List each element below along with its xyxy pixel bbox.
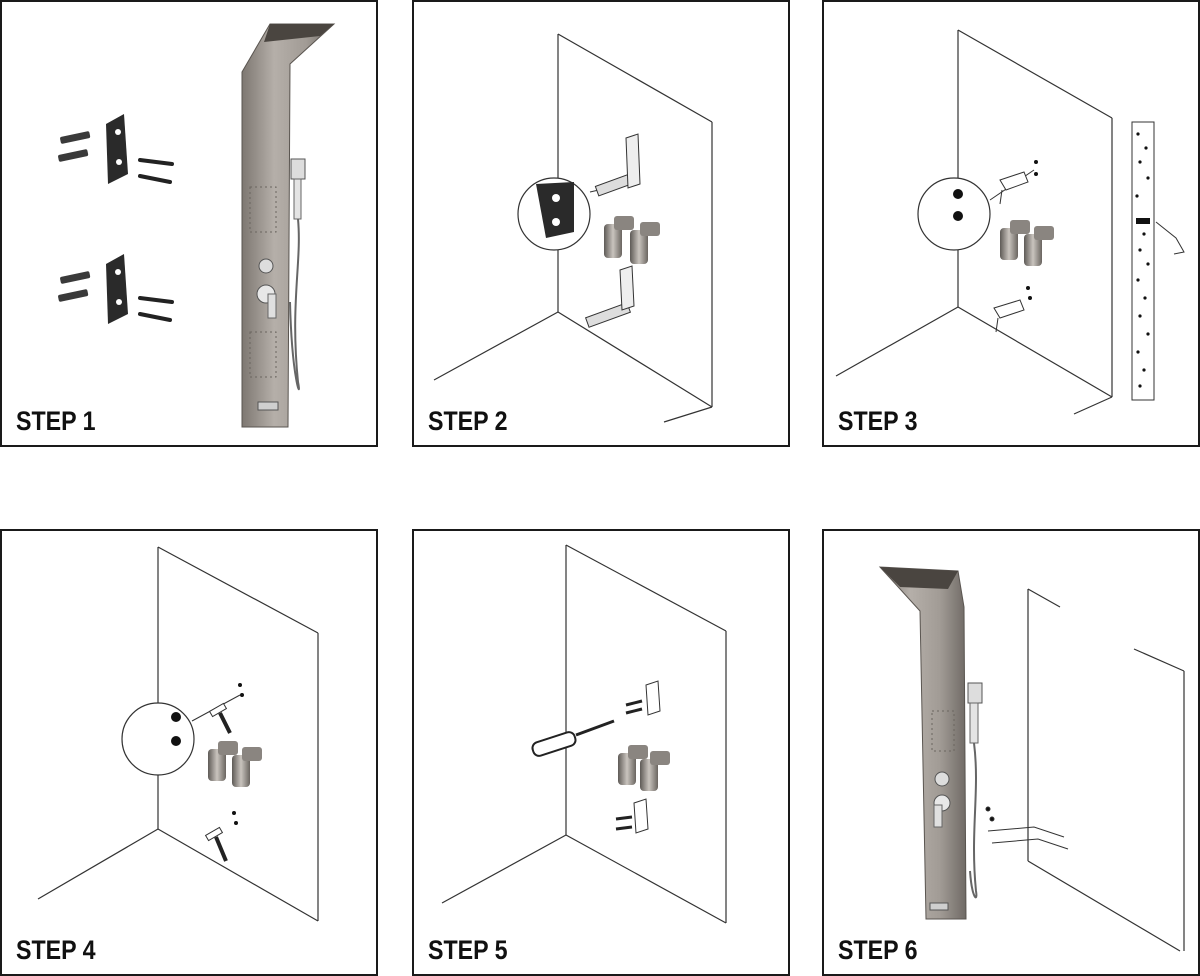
step-4-illustration: [37, 546, 319, 922]
step-2-label: STEP 2: [428, 406, 508, 436]
mounting-bracket-bottom: [106, 254, 128, 324]
hammer-icon-top: [208, 702, 232, 734]
ruler-mark: [1146, 176, 1150, 180]
bracket-top: [625, 680, 661, 716]
shower-panel: [241, 23, 336, 428]
step-6-label: STEP 6: [838, 935, 918, 965]
shower-panel-installed: [878, 566, 983, 920]
step-5-panel: STEP 5: [412, 529, 790, 976]
step-3-panel: STEP 3: [822, 0, 1200, 447]
step-4-label: STEP 4: [16, 935, 96, 965]
ruler-mark: [1136, 132, 1140, 136]
wall-outline: [835, 29, 1113, 415]
bracket-bottom: [584, 265, 635, 328]
elbow-fittings: [604, 216, 660, 264]
ruler-mark: [1142, 368, 1146, 372]
step-4-panel: STEP 4: [0, 529, 378, 976]
ruler-mark: [1135, 194, 1139, 198]
elbow-fittings: [618, 745, 670, 791]
ruler-mark: [1138, 384, 1142, 388]
ruler-mark: [1136, 350, 1140, 354]
step-1-illustration: [58, 23, 336, 428]
detail-magnifier: [121, 702, 195, 776]
step-1-label: STEP 1: [16, 406, 96, 436]
drill-icon-top: [999, 171, 1029, 205]
step-5-illustration: [441, 544, 727, 924]
wall-anchors-top: [58, 131, 91, 162]
ruler-mark: [1136, 278, 1140, 282]
screwdriver-icon: [531, 719, 615, 757]
bracket-bottom: [615, 798, 649, 834]
wall-outline: [1027, 588, 1185, 952]
elbow-fittings: [1000, 220, 1054, 266]
step-3-label: STEP 3: [838, 406, 918, 436]
wall-anchors-bottom: [58, 271, 91, 302]
ruler-mark: [1138, 160, 1142, 164]
screws-bottom: [138, 296, 174, 322]
step-5-label: STEP 5: [428, 935, 508, 965]
step-6-illustration: [878, 566, 1185, 952]
drill-icon-bottom: [993, 299, 1025, 333]
ruler-mark: [1146, 332, 1150, 336]
step-2-panel: STEP 2: [412, 0, 790, 447]
ruler-mark: [1144, 146, 1148, 150]
ruler-mark: [1146, 262, 1150, 266]
step-6-panel: STEP 6: [822, 529, 1200, 976]
wall-outline: [441, 544, 727, 924]
step-2-illustration: [433, 33, 713, 423]
hand-shower: [290, 158, 306, 180]
diverter-knob: [934, 771, 950, 787]
hammer-icon-bottom: [204, 826, 228, 862]
level-ruler: [1131, 121, 1185, 401]
diverter-knob: [258, 258, 274, 274]
wall-outline: [37, 546, 319, 922]
ruler-mark: [1142, 232, 1146, 236]
step-3-illustration: [835, 29, 1185, 415]
mounting-bracket-top: [106, 114, 128, 184]
screws-top: [138, 158, 174, 184]
wall-fittings-behind: [985, 806, 1069, 850]
bracket-top: [594, 133, 641, 197]
hand-shower: [967, 682, 983, 704]
ruler-mark: [1138, 314, 1142, 318]
step-1-panel: STEP 1: [0, 0, 378, 447]
ruler-mark: [1143, 296, 1147, 300]
wall-outline: [433, 33, 713, 423]
ruler-mark: [1138, 248, 1142, 252]
elbow-fittings: [208, 741, 262, 787]
